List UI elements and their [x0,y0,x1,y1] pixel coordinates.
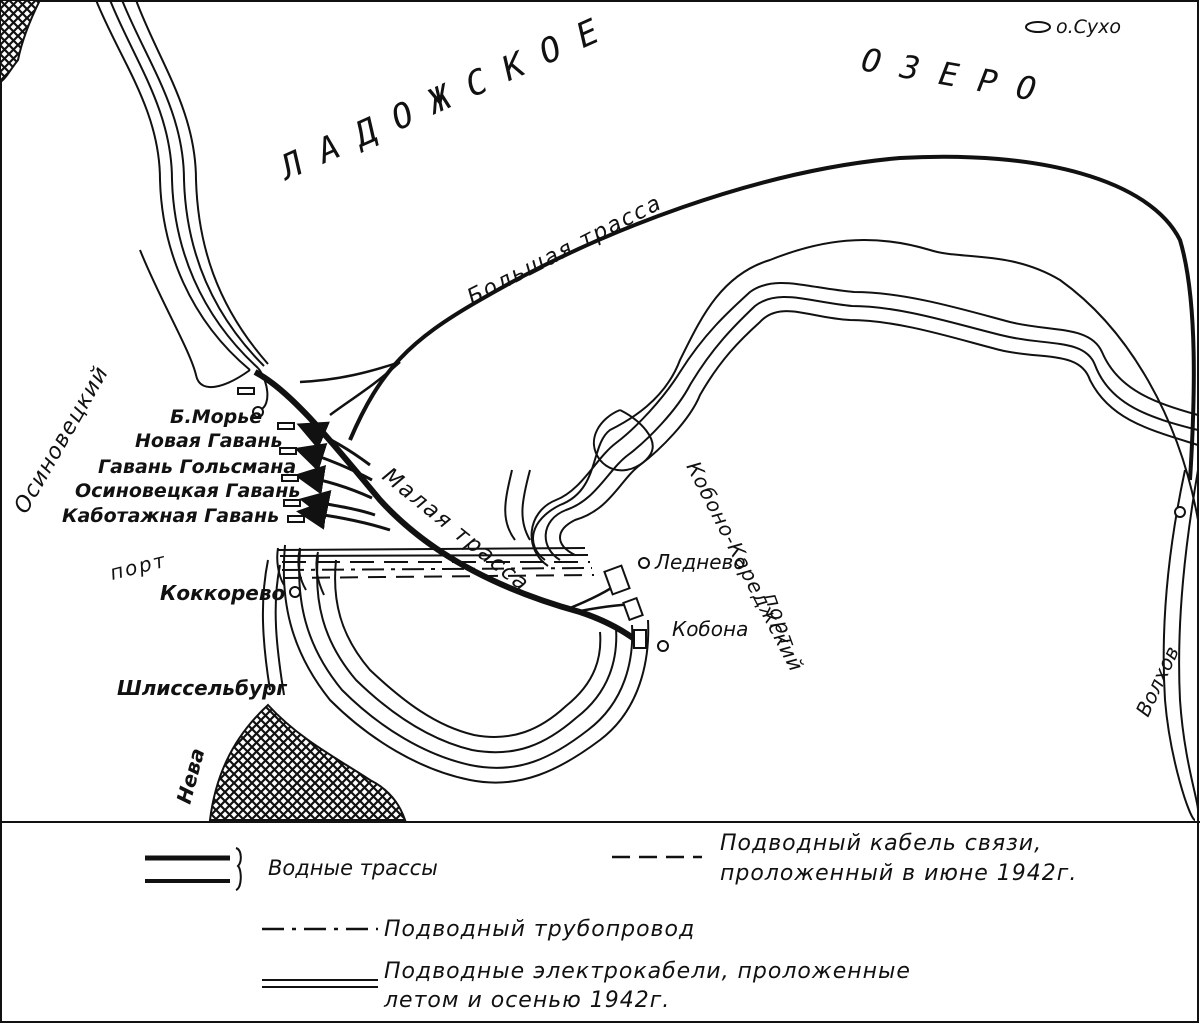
volkhov-river [1162,469,1199,821]
legend-power-line2: летом и осенью 1942г. [383,988,670,1013]
cable-landing-west [276,547,325,596]
legend-power-cable-symbol [262,979,378,988]
kokkorevo-label: Коккорево [160,581,286,605]
harbor-label: Каботажная Гавань [62,505,279,527]
harbor-route-arrows [294,421,391,532]
lednevo-label: Леднево [654,550,746,574]
legend-power-line1: Подводные электрокабели, проложенные [384,959,911,984]
island-label: о.Сухо [1056,16,1121,38]
western-shore [95,0,269,411]
land-northwest [0,0,42,84]
settlement-markers [252,21,1186,652]
legend-cable-line2: проложенный в июне 1942г. [720,861,1077,886]
cable-bundle [277,547,595,579]
harbor-label: Новая Гавань [135,430,283,452]
legend: Водные трассы Подводный кабель связи, пр… [145,831,1077,1013]
sukho-island-marker [1025,21,1051,33]
shlisselburg-label: Шлиссельбург [117,676,287,700]
lake-title-word1: ЛАДОЖСКОЕ [272,4,624,190]
b-morye-marker [252,406,264,418]
east-piers [603,564,647,649]
legend-water-routes: Водные трассы [268,856,438,880]
neva-label: Нева [172,746,210,807]
west-piers [237,387,305,523]
eastern-shore [504,238,1199,567]
harbor-label: Осиновецкая Гавань [75,480,300,502]
west-port-suffix: порт [107,548,169,585]
volkhov-label: Волхов [1131,642,1184,720]
kokkorevo-marker [289,586,301,598]
southern-shore [261,544,650,784]
lake-title-word2: ОЗЕРО [859,40,1059,112]
legend-pipeline: Подводный трубопровод [384,917,695,942]
lake-title: ЛАДОЖСКОЕ ОЗЕРО [272,4,1059,190]
big-route-line [348,154,1196,481]
volkhov-mouth-marker [1174,506,1186,518]
kobona-marker [657,640,669,652]
harbor-list: Б.Морье Новая Гавань Гавань Гольсмана Ос… [62,406,300,527]
harbor-label: Гавань Гольсмана [98,456,296,478]
kobona-label: Кобона [672,617,748,641]
big-route-branch [299,360,401,417]
legend-cable-line1: Подводный кабель связи, [720,831,1042,856]
land-southwest [208,703,407,821]
harbor-label: Б.Морье [170,406,262,428]
lednevo-marker [638,557,650,569]
legend-water-routes-symbol [145,847,242,891]
big-route-label: Большая трасса [463,190,666,310]
